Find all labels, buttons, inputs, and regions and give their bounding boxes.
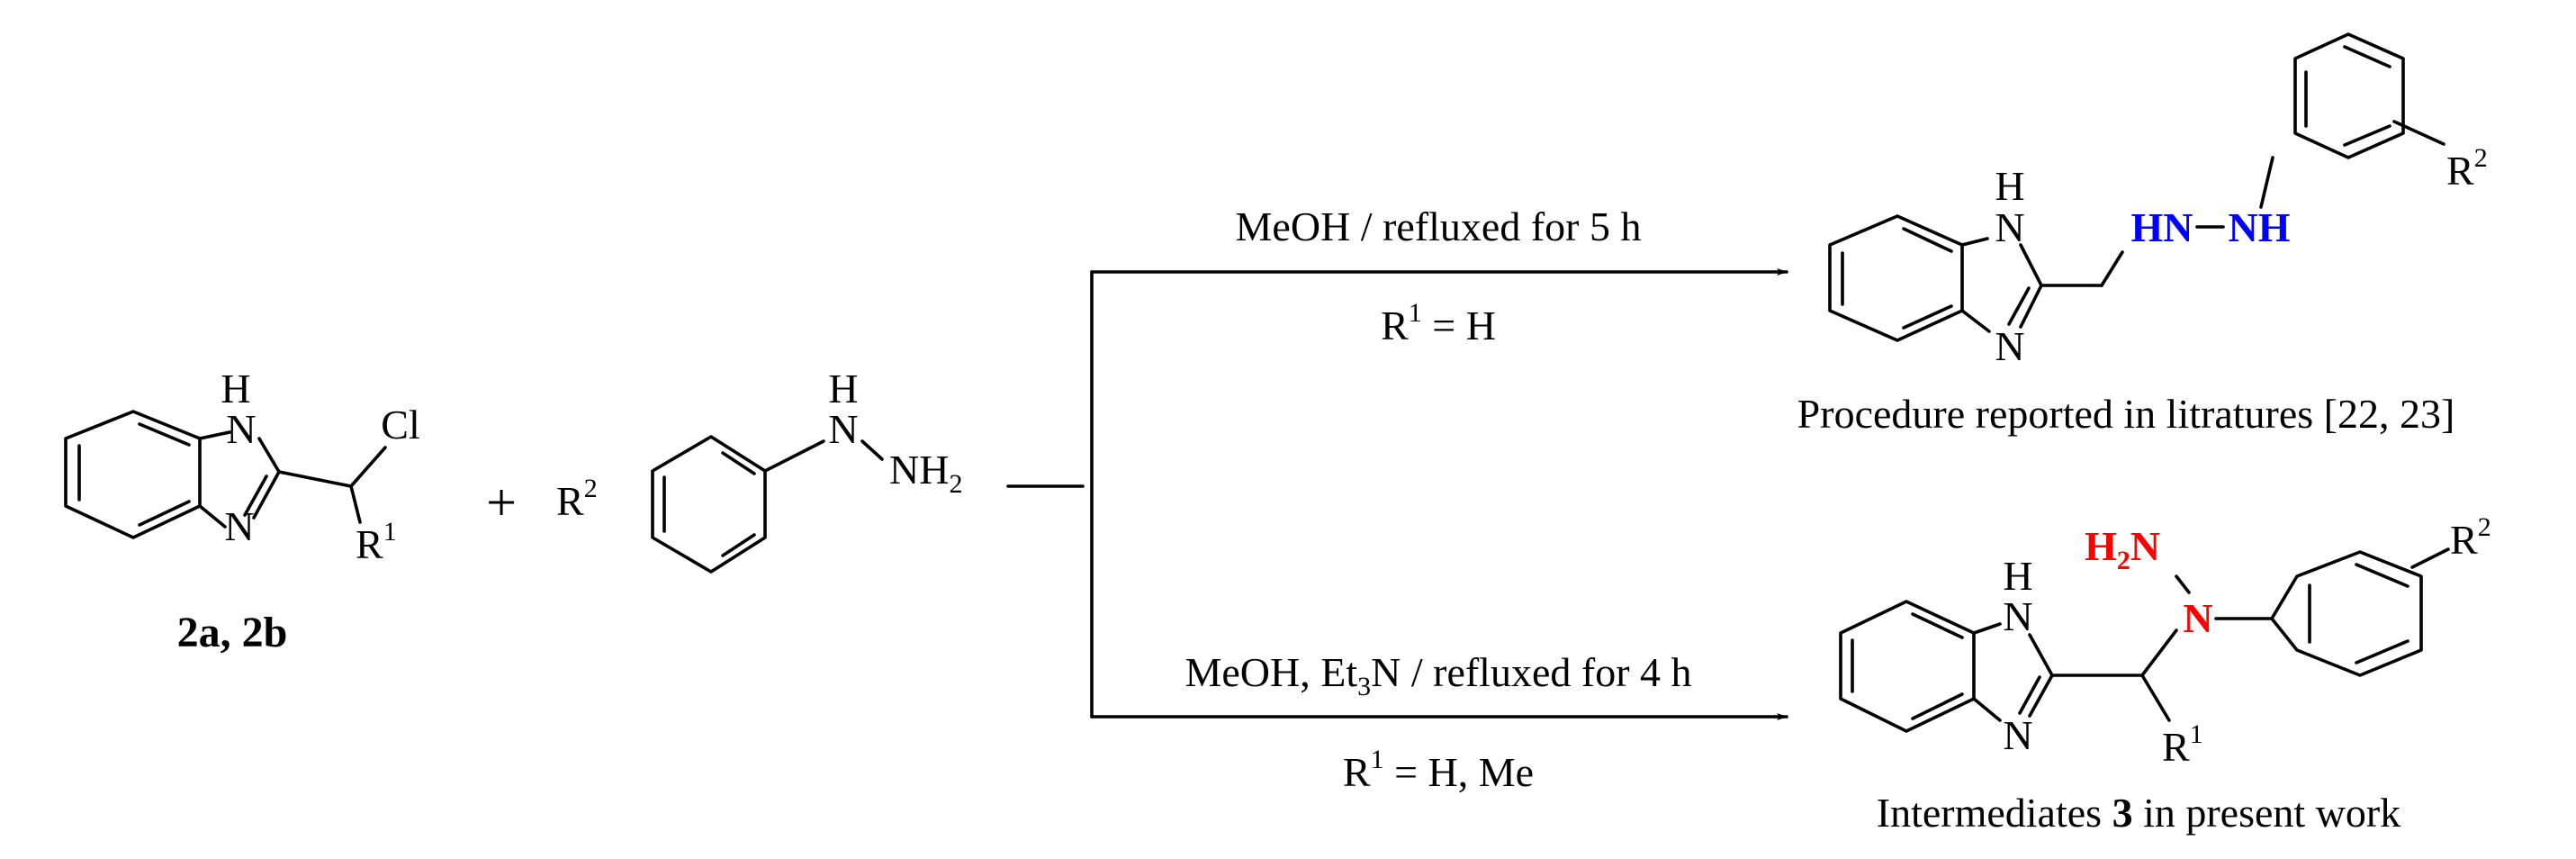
top-product-structure xyxy=(1828,32,2445,342)
top-condition-above: MeOH / refluxed for 5 h xyxy=(1236,203,1642,249)
atom-h: H xyxy=(828,366,858,411)
amino-h2n: H2N xyxy=(2085,523,2160,575)
plus-sign: + xyxy=(486,473,517,532)
hydrazine-nh: NH xyxy=(2229,204,2291,250)
compound-label-2a-2b: 2a, 2b xyxy=(177,609,288,656)
atom-n: N xyxy=(224,503,254,549)
atom-h: H xyxy=(1995,163,2024,209)
benzimidazole-chloride-structure xyxy=(64,410,387,539)
substituent-r2: R2 xyxy=(556,474,598,524)
bottom-product-caption: Intermediates 3 in present work xyxy=(1877,790,2400,836)
atom-n: N xyxy=(828,406,858,452)
atom-h: H xyxy=(2003,553,2032,599)
substituent-r1: R1 xyxy=(2162,719,2203,770)
atom-h: H xyxy=(221,366,250,411)
aryl-hydrazine-structure xyxy=(651,435,884,574)
substituent-r1: R1 xyxy=(356,517,397,567)
bottom-condition-below: R1 = H, Me xyxy=(1343,745,1534,795)
substituent-r2: R2 xyxy=(2450,512,2491,563)
atom-cl: Cl xyxy=(381,402,419,448)
bottom-product-structure xyxy=(1839,547,2450,733)
atom-n-red: N xyxy=(2183,595,2212,641)
hydrazine-hn: HN xyxy=(2131,204,2193,250)
atom-n-nh: N xyxy=(1995,204,2024,250)
bottom-condition-above: MeOH, Et3N / refluxed for 4 h xyxy=(1184,649,1691,701)
atom-n-nh: N xyxy=(2003,593,2032,639)
atom-n-nh: N xyxy=(226,406,256,452)
substituent-r2: R2 xyxy=(2446,143,2488,194)
atom-n: N xyxy=(2003,712,2032,758)
branching-reaction-arrows xyxy=(1006,268,1788,720)
top-product-caption: Procedure reported in litratures [22, 23… xyxy=(1797,391,2455,437)
amino-nh2: NH2 xyxy=(889,447,962,499)
top-condition-below: R1 = H xyxy=(1381,298,1496,348)
atom-n: N xyxy=(1995,323,2024,369)
